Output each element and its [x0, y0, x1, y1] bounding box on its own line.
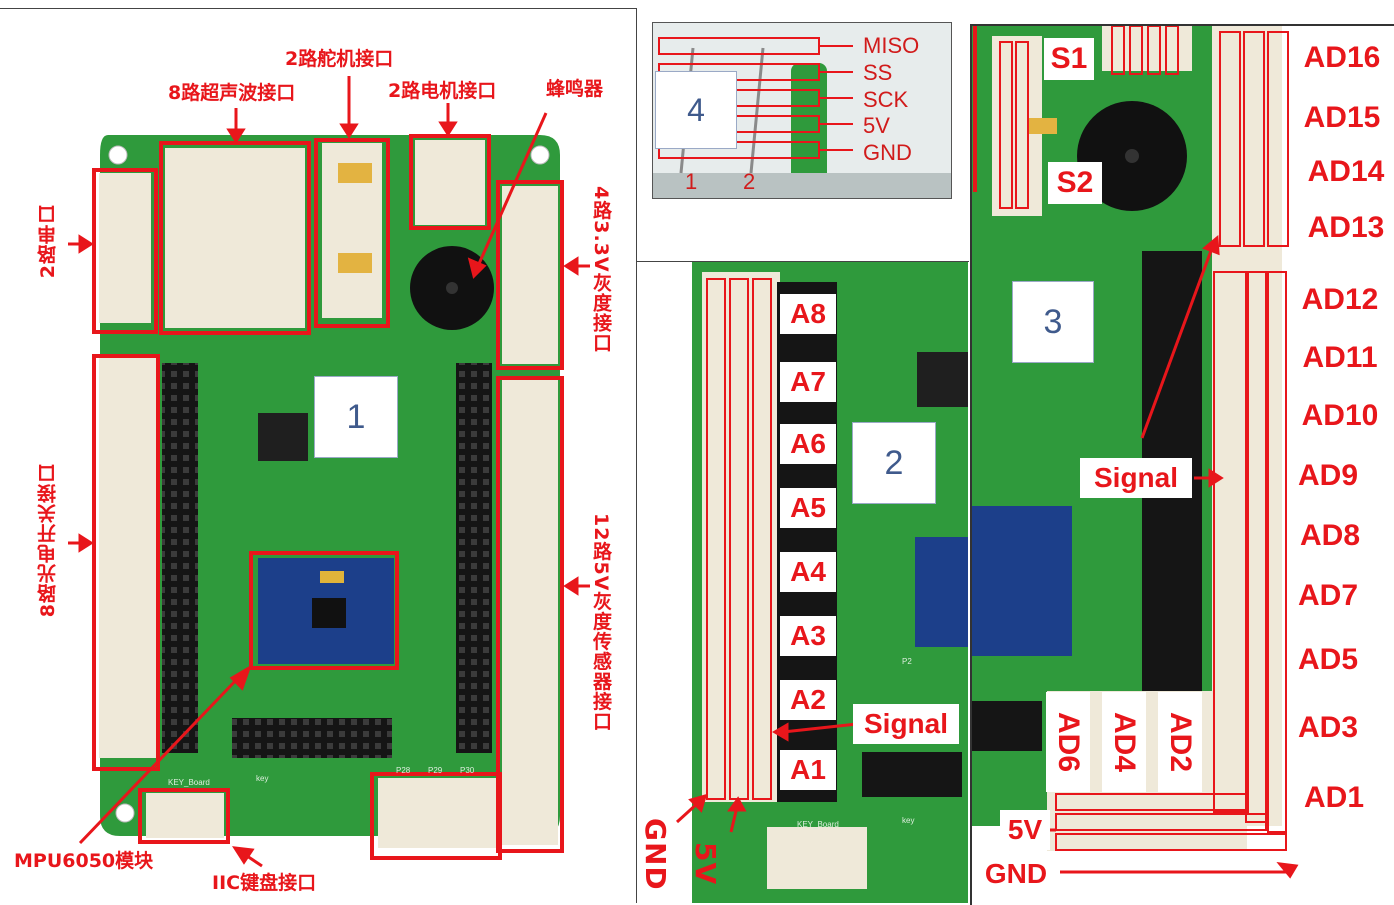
spi-pin-sck: SCK [863, 87, 909, 112]
port-ad4: AD4 [1102, 692, 1146, 792]
gnd-label-2: GND [639, 818, 672, 891]
channel-a5: A5 [780, 488, 836, 528]
port-ad1: AD1 [1294, 776, 1374, 820]
label-servo-interface: 2路舵机接口 [285, 48, 394, 70]
silk-key-2: key [902, 816, 915, 825]
channel-a8: A8 [780, 294, 836, 334]
port-ad7: AD7 [1288, 574, 1368, 618]
panel-3: 3 S1 S2 AD16 AD15 AD14 AD13 AD12 AD11 AD… [970, 24, 1394, 905]
label-5v-grayscale-sensor: 12路5V灰度传感器接口 [590, 513, 612, 732]
silk-p28: P28 [396, 766, 411, 775]
silk-key-board-2: KEY_Board [797, 820, 839, 829]
callout-number-4: 4 [655, 71, 737, 149]
label-photoelectric-switch: 8路光电开关接口 [37, 463, 59, 618]
5v-label-2: 5V [689, 842, 722, 886]
port-ad15: AD15 [1290, 96, 1394, 140]
spi-pin-miso: MISO [863, 33, 920, 58]
port-ad2: AD2 [1158, 692, 1202, 792]
label-mpu6050-module: MPU6050模块 [14, 850, 154, 872]
port-ad11: AD11 [1288, 336, 1392, 380]
panel-divider-left [636, 8, 637, 903]
label-serial-port: 2路串口 [37, 204, 59, 279]
channel-a2: A2 [780, 680, 836, 720]
port-ad12: AD12 [1288, 278, 1392, 322]
silk-p2: P2 [902, 657, 912, 666]
panel-2: 2 A8 A7 A6 A5 A4 A3 A2 A1 Signal GND 5V … [637, 262, 968, 903]
silk-key-board: KEY_Board [168, 778, 210, 787]
signal-label-2: Signal [853, 704, 959, 744]
label-buzzer: 蜂鸣器 [546, 78, 604, 100]
panel-divider-h [637, 261, 969, 262]
port-ad6: AD6 [1046, 692, 1090, 792]
port-ad10: AD10 [1288, 394, 1392, 438]
label-iic-keyboard: IIC键盘接口 [212, 872, 317, 894]
spi-pin-5v: 5V [863, 113, 890, 138]
panel1-top-border [0, 8, 636, 9]
label-3v3-grayscale: 4路3.3V灰度接口 [590, 186, 612, 353]
channel-a1: A1 [780, 750, 836, 790]
switch-s1: S1 [1044, 38, 1094, 80]
port-ad9: AD9 [1288, 454, 1368, 498]
board-1-graphic [68, 76, 590, 868]
callout-number-3: 3 [1012, 281, 1094, 363]
channel-a3: A3 [780, 616, 836, 656]
panel-1: 1 8路超声波接口 2路舵机接口 2路电机接口 蜂鸣器 2路串口 4路3.3V灰… [0, 8, 636, 903]
callout-number-2: 2 [852, 422, 936, 504]
port-ad8: AD8 [1290, 514, 1370, 558]
spi-pin-ss: SS [863, 60, 893, 85]
channel-a6: A6 [780, 424, 836, 464]
label-ultrasonic-interface: 8路超声波接口 [168, 82, 296, 104]
port-ad14: AD14 [1296, 150, 1394, 194]
spi-col-1: 1 [685, 169, 698, 194]
port-ad3: AD3 [1288, 706, 1368, 750]
silk-p29: P29 [428, 766, 443, 775]
port-ad16: AD16 [1290, 36, 1394, 80]
label-motor-interface: 2路电机接口 [388, 80, 497, 102]
callout-number-1: 1 [314, 376, 398, 458]
gnd-label-3: GND [976, 854, 1056, 894]
port-ad5: AD5 [1288, 638, 1368, 682]
panel-4: 4 MISO SS SCK 5V GND 1 2 [652, 22, 952, 199]
channel-a7: A7 [780, 362, 836, 402]
silk-p30: P30 [460, 766, 475, 775]
channel-a4: A4 [780, 552, 836, 592]
spi-pin-gnd: GND [863, 140, 912, 165]
switch-s2: S2 [1048, 162, 1102, 204]
signal-label-3: Signal [1080, 458, 1192, 498]
5v-label-3: 5V [1000, 810, 1050, 850]
silk-key: key [256, 774, 269, 783]
spi-col-2: 2 [743, 169, 756, 194]
port-ad13: AD13 [1296, 206, 1394, 250]
